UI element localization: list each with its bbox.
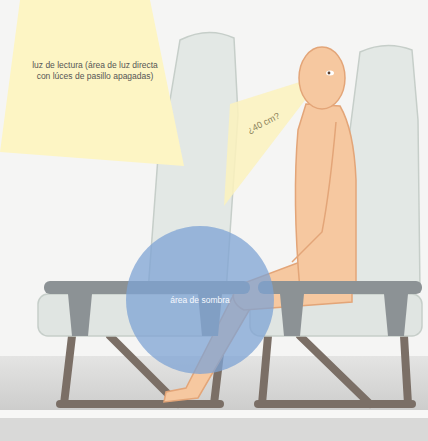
floor-edge	[0, 410, 428, 418]
area-label: luz de lectura (área de luz directa con …	[30, 60, 160, 81]
reading-light-area-outline	[0, 0, 190, 175]
eye	[326, 71, 334, 76]
shadow-area: área de sombra	[125, 225, 275, 375]
reading-light-area: luz de lectura (área de luz directa con …	[0, 0, 190, 175]
shadow-circle	[126, 226, 274, 374]
light-cone	[0, 0, 184, 166]
area-label: área de sombra	[135, 295, 265, 306]
floor-base	[0, 418, 428, 441]
